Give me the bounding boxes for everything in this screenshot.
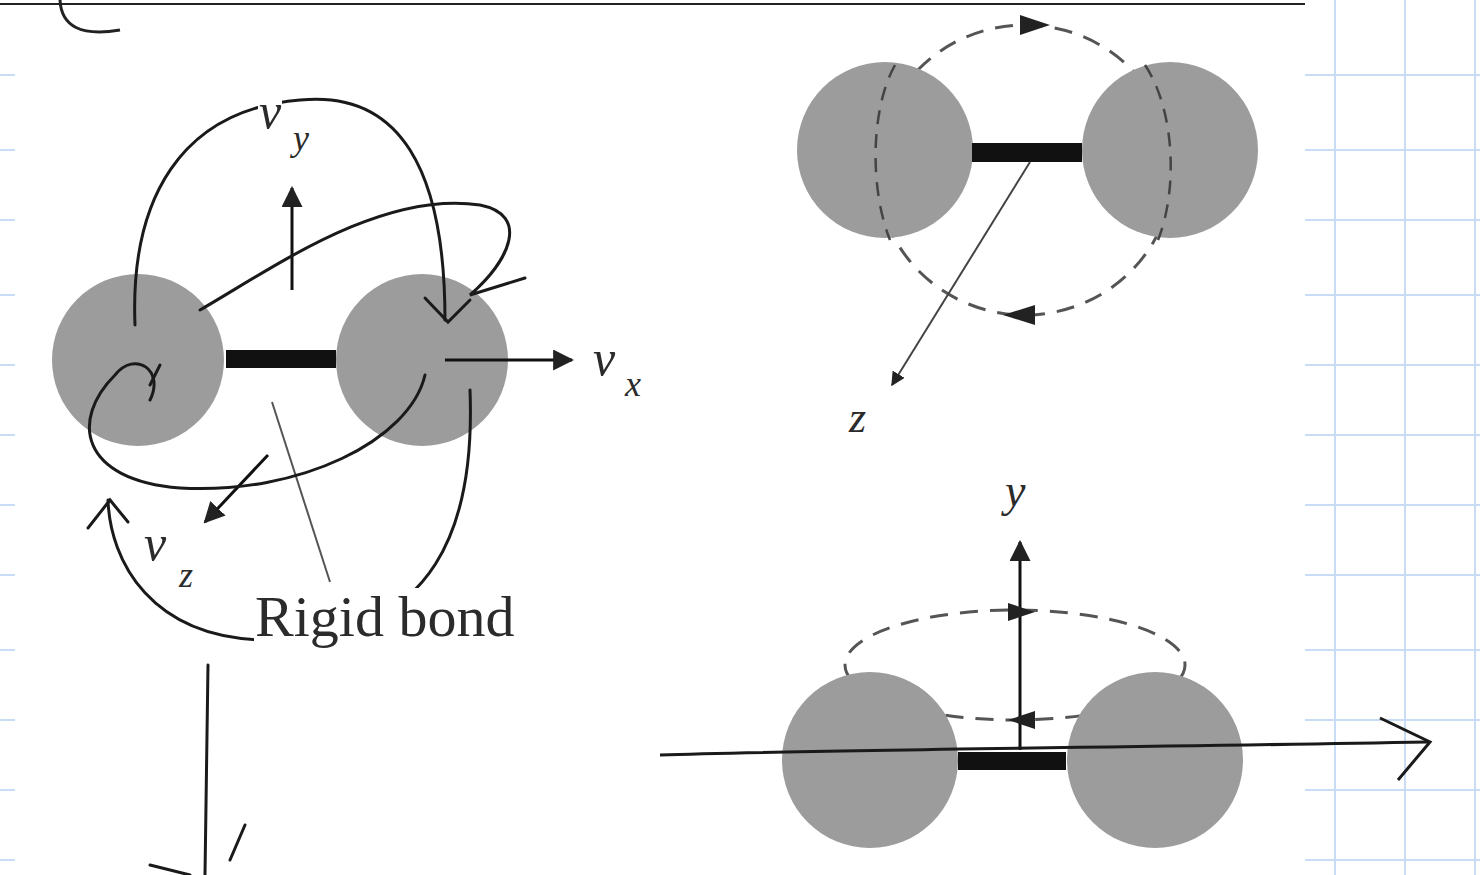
grid-line [1305, 74, 1480, 76]
grid-line [0, 504, 15, 506]
velocity-symbol: v [258, 86, 282, 136]
grid-line [0, 294, 15, 296]
grid-line [1305, 574, 1480, 576]
part-label: Rigid bond [254, 588, 515, 646]
axis-label: z [848, 396, 867, 440]
grid-line [0, 859, 15, 861]
velocity-subscript: x [624, 366, 642, 402]
molecule-rotation-y [660, 542, 1430, 848]
ink-stroke [60, 0, 120, 32]
grid-line [1305, 649, 1480, 651]
grid-line [1305, 504, 1480, 506]
grid-line [0, 719, 15, 721]
grid-line [0, 219, 15, 221]
velocity-symbol: v [592, 333, 616, 383]
grid-line [0, 434, 15, 436]
velocity-subscript: y [292, 120, 310, 156]
top-rule [0, 3, 1305, 5]
grid-line [1305, 219, 1480, 221]
grid-line [0, 649, 15, 651]
grid-line [0, 789, 15, 791]
velocity-subscript: z [178, 557, 194, 593]
grid-line [0, 149, 15, 151]
molecule-left [52, 188, 572, 582]
velocity-symbol: v [143, 518, 167, 568]
axis-label: y [1004, 468, 1026, 514]
grid-line [1305, 789, 1480, 791]
grid-line [0, 74, 15, 76]
grid-line [1305, 149, 1480, 151]
grid-line [1305, 434, 1480, 436]
ink-rotation [88, 99, 525, 875]
grid-line [1305, 719, 1480, 721]
grid-line [1305, 364, 1480, 366]
grid-line [1305, 859, 1480, 861]
grid-line [0, 574, 15, 576]
molecule-rotation-z [797, 15, 1258, 385]
grid-line [1305, 294, 1480, 296]
grid-line [0, 364, 15, 366]
